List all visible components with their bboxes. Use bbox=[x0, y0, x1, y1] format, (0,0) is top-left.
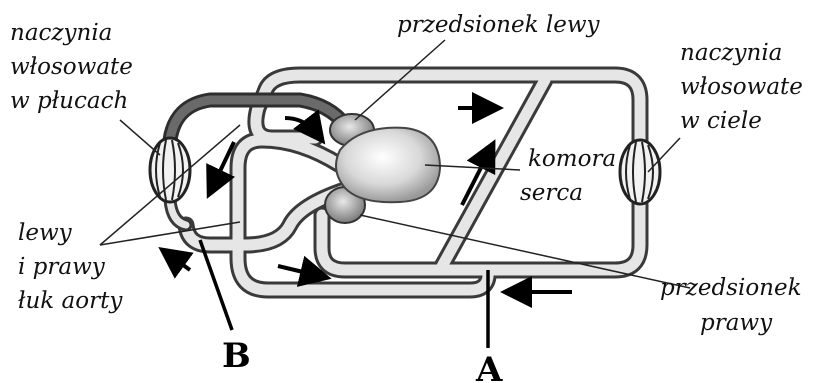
flow-arrow-icon bbox=[168, 254, 190, 270]
flow-arrow-icon bbox=[278, 266, 320, 276]
ventricle bbox=[336, 128, 440, 203]
label-ventricle: komora serca bbox=[520, 146, 623, 206]
heart bbox=[325, 114, 440, 223]
label-capillaries-body: naczynia włosowate w ciele bbox=[680, 40, 810, 134]
label-right-atrium: przedsionek prawy bbox=[660, 275, 809, 336]
capillary-bundle-lungs-icon bbox=[150, 138, 190, 202]
label-left-atrium: przedsionek lewy bbox=[397, 12, 601, 38]
label-capillaries-lungs: naczynia włosowate w płucach bbox=[10, 20, 140, 114]
leader-lungs bbox=[120, 120, 160, 155]
marker-b: B bbox=[222, 336, 251, 376]
capillary-bundle-body-icon bbox=[620, 140, 660, 204]
label-aortic-arches: lewy i prawy łuk aorty bbox=[18, 220, 123, 314]
marker-a: A bbox=[475, 350, 503, 383]
